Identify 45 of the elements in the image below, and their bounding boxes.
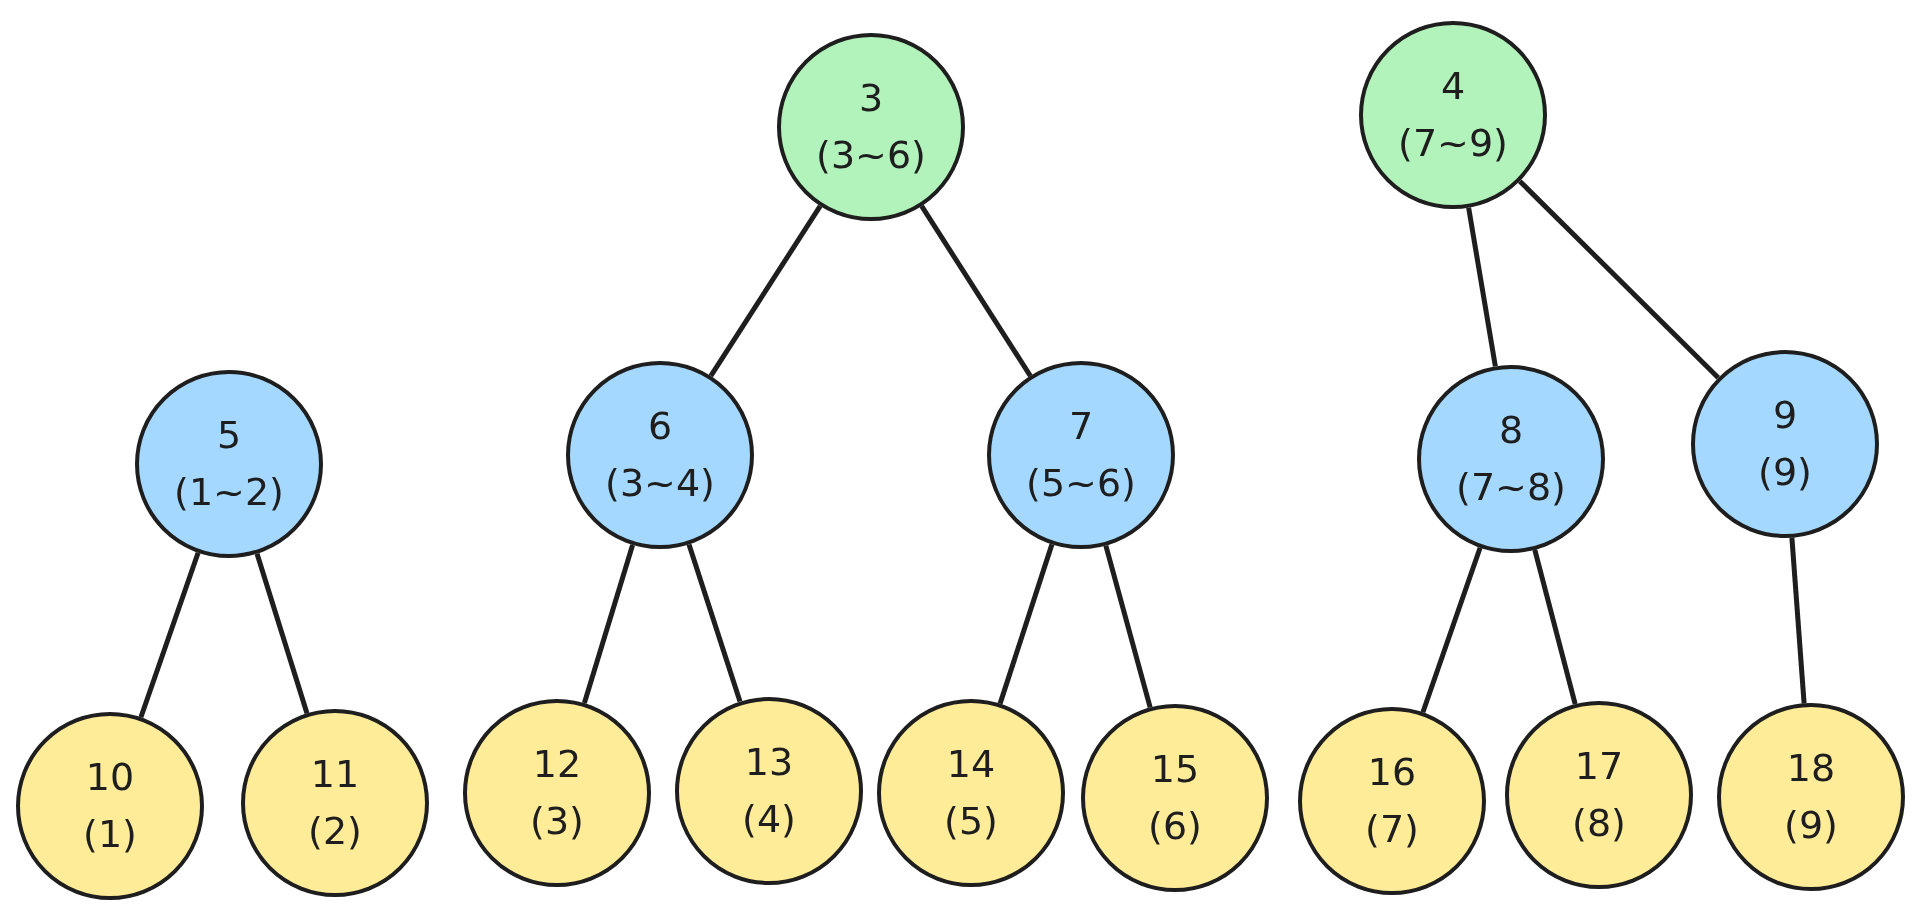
tree-edge-line bbox=[1789, 537, 1807, 704]
node-index-label: 11 bbox=[310, 751, 360, 798]
node-index-label: 13 bbox=[744, 739, 794, 786]
node-range-label: (9) bbox=[1784, 802, 1838, 849]
node-range-label: (9) bbox=[1758, 449, 1812, 496]
tree-edge-line bbox=[254, 552, 310, 715]
node-index-label: 8 bbox=[1498, 407, 1524, 454]
tree-edge-line bbox=[1466, 207, 1498, 367]
tree-edge-line bbox=[1420, 546, 1483, 714]
node-range-label: (7) bbox=[1365, 806, 1419, 853]
node-range-label: (5~6) bbox=[1026, 460, 1136, 507]
node-range-label: (2) bbox=[308, 808, 362, 855]
tree-edge-line bbox=[686, 543, 743, 703]
node-index-label: 15 bbox=[1150, 746, 1200, 793]
node-range-label: (3~4) bbox=[605, 460, 715, 507]
node-index-label: 16 bbox=[1367, 749, 1417, 796]
node-range-label: (1~2) bbox=[174, 469, 284, 516]
node-range-label: (7~8) bbox=[1456, 464, 1566, 511]
tree-edge-line bbox=[582, 544, 635, 704]
node-range-label: (5) bbox=[944, 798, 998, 845]
node-range-label: (4) bbox=[742, 796, 796, 843]
node-index-label: 3 bbox=[858, 75, 884, 122]
node-index-label: 4 bbox=[1440, 63, 1466, 110]
tree-edge-line bbox=[1532, 549, 1578, 705]
node-index-label: 10 bbox=[85, 754, 135, 801]
node-index-label: 5 bbox=[216, 412, 242, 459]
tree-edge-line bbox=[1103, 545, 1153, 708]
node-range-label: (8) bbox=[1572, 800, 1626, 847]
node-index-label: 9 bbox=[1772, 392, 1798, 439]
node-range-label: (6) bbox=[1148, 803, 1202, 850]
node-index-label: 17 bbox=[1574, 743, 1624, 790]
node-range-label: (3~6) bbox=[816, 132, 926, 179]
tree-edge-line bbox=[997, 543, 1055, 705]
node-range-label: (3) bbox=[530, 798, 584, 845]
tree-edge-line bbox=[1518, 179, 1720, 380]
node-index-label: 14 bbox=[946, 741, 996, 788]
node-index-label: 12 bbox=[532, 741, 582, 788]
node-index-label: 18 bbox=[1786, 745, 1836, 792]
node-range-label: (1) bbox=[83, 811, 137, 858]
node-index-label: 7 bbox=[1068, 403, 1094, 450]
node-range-label: (7~9) bbox=[1398, 120, 1508, 167]
tree-edge-line bbox=[138, 551, 201, 719]
node-index-label: 6 bbox=[647, 403, 673, 450]
tree-edge-line bbox=[919, 204, 1033, 378]
tree-edge-line bbox=[708, 204, 823, 378]
